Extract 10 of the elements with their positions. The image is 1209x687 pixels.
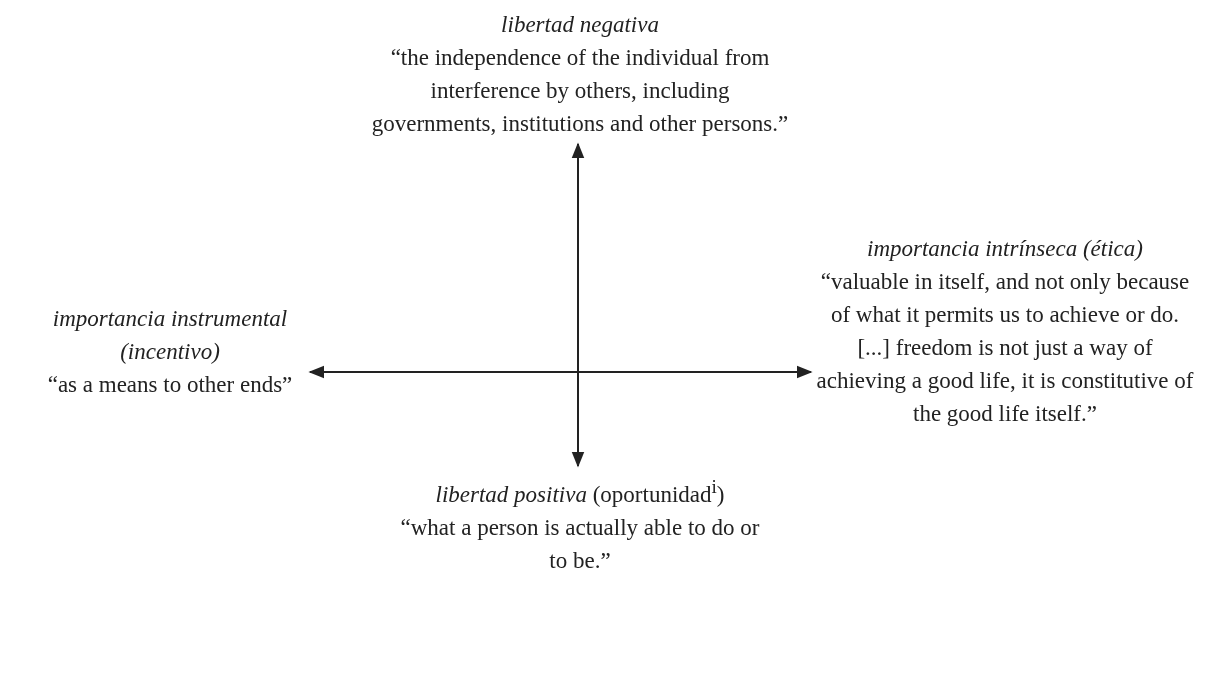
quotation: “what a person is actually able to do or to be.” [400, 513, 760, 575]
quotation: “as a means to other ends” [46, 371, 294, 399]
concept-heading: importancia instrumental (incentivo) [51, 305, 289, 366]
quotation: “the independence of the individual from interference by others, including governments, institutions and other persons.” [370, 44, 790, 138]
concept-heading: libertad negativa [500, 11, 660, 39]
concept-heading: importancia intrínseca (ética) [866, 235, 1144, 263]
double-headed-arrow [571, 142, 585, 468]
concept-heading: libertad positiva (oportunidad$^{i}$) [434, 475, 726, 509]
double-headed-arrow [308, 365, 813, 379]
quotation: “valuable in itself, and not only because of what it permits us to achieve or do. [...] freedom is not just a way of achieving a good life, it is constitutive of the good life itself.” [815, 268, 1195, 428]
